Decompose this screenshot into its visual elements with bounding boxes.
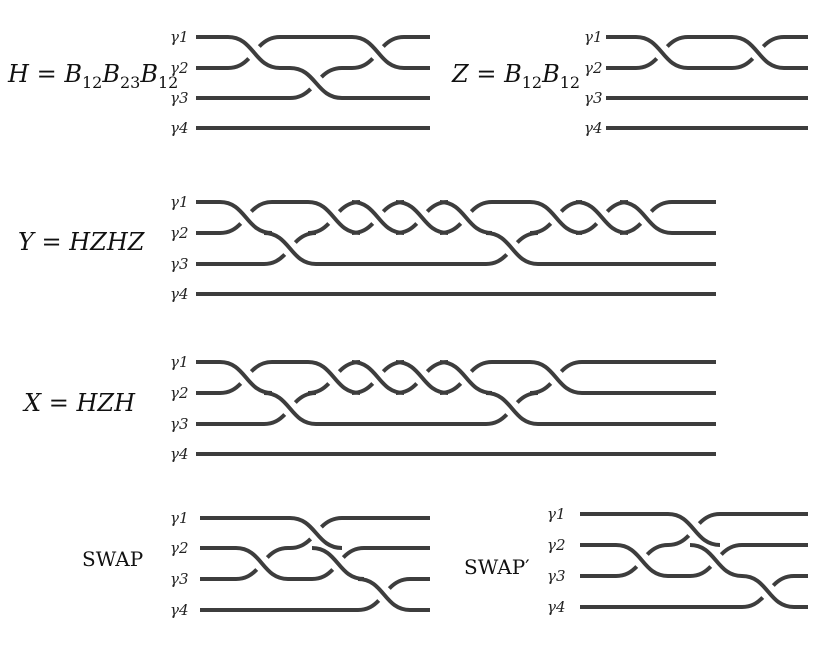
braid-Z: γ1 γ2 γ3 γ4 [584,28,808,137]
wire-label-2: γ2 [170,59,189,77]
wire-label-4: γ4 [547,598,566,616]
crossing-over-B23 [263,391,317,426]
crossing-over-B12 [307,200,361,235]
crossing-under-B12 [227,35,281,70]
svg-text:H = B12B23B12: H = B12B23B12 [7,60,178,92]
label-swap: SWAP [82,547,143,571]
crossing-over-B12 [529,200,583,235]
label-swap-prime: SWAP′ [464,555,530,579]
crossing-under-B12 [219,200,273,235]
braid-SWAP-prime: γ1 γ2 γ3 γ4 [547,505,808,616]
crossing-over-B23 [615,543,669,578]
crossing-over-B12 [395,200,449,235]
crossing-over-B12 [395,360,449,395]
crossing-over-B23 [235,546,289,581]
wire-label-1: γ1 [170,28,189,46]
crossing-over-B12 [227,35,281,70]
svg-text:Y = HZHZ: Y = HZHZ [18,228,146,256]
crossing-over-B12 [529,360,583,395]
crossing-under-B23 [689,543,743,578]
crossing-over-B34 [741,574,795,609]
crossing-over-B12 [635,35,689,70]
crossing-over-B23 [485,391,539,426]
wire-label-4: γ4 [584,119,603,137]
wire-label-1: γ1 [170,509,189,527]
crossing-over-B12 [619,200,673,235]
braid-H: γ1 γ2 γ3 γ4 [170,28,430,137]
wire-label-2: γ2 [170,384,189,402]
wire-label-4: γ4 [170,285,189,303]
equation-z: Z = B12B12 [451,60,580,92]
crossing-over-B12 [439,200,493,235]
crossing-over-B23 [689,543,743,578]
crossing-under-B34 [357,577,411,612]
wire-label-3: γ3 [547,567,566,585]
crossing-over-B12 [351,360,405,395]
braid-Y: γ1 γ2 γ3 γ4 [170,193,716,303]
wire-label-2: γ2 [170,539,189,557]
equation-h: H = B12B23B12 [7,60,178,92]
braid-SWAP: γ1 γ2 γ3 γ4 [170,509,430,619]
wire-label-1: γ1 [170,193,189,211]
wire-label-1: γ1 [547,505,566,523]
equation-x: X = HZH [22,389,136,417]
crossing-over-B12 [219,360,273,395]
crossing-over-B12 [351,200,405,235]
wire-label-1: γ1 [170,353,189,371]
crossing-over-B12 [219,200,273,235]
crossing-over-B23 [485,231,539,266]
crossing-over-B34 [357,577,411,612]
wire-label-2: γ2 [170,224,189,242]
crossing-under-B12 [439,200,493,235]
crossing-over-B23 [263,231,317,266]
crossing-under-B23 [615,543,669,578]
equation-h-lhs: H [7,60,30,88]
braid-X: γ1 γ2 γ3 γ4 [170,353,716,463]
crossing-under-B12 [529,200,583,235]
crossing-under-B23 [311,546,365,581]
crossing-over-B12 [307,360,361,395]
crossing-under-B12 [439,360,493,395]
wire-label-3: γ3 [170,255,189,273]
wire-label-3: γ3 [170,89,189,107]
crossing-under-B23 [235,546,289,581]
wire-label-3: γ3 [170,415,189,433]
wire-label-4: γ4 [170,601,189,619]
svg-text:X = HZH: X = HZH [22,389,136,417]
crossing-under-B12 [351,35,405,70]
wire-label-2: γ2 [584,59,603,77]
crossing-under-B12 [289,516,343,550]
crossing-over-B12 [667,512,721,547]
crossing-over-B23 [289,66,343,100]
crossing-over-B12 [439,360,493,395]
crossing-over-B23 [311,546,365,581]
wire-label-3: γ3 [170,570,189,588]
crossing-under-B12 [619,200,673,235]
crossing-under-B34 [741,574,795,609]
crossing-over-B12 [731,35,785,70]
wire-label-3: γ3 [584,89,603,107]
crossing-over-B12 [289,516,343,550]
wire-label-4: γ4 [170,119,189,137]
crossing-over-B12 [575,200,629,235]
crossing-under-B12 [219,360,273,395]
wire-label-4: γ4 [170,445,189,463]
braids-layer: γ1 γ2 γ3 γ4 γ1 γ2 γ3 γ4 γ1 γ2 γ3 γ4 γ1 γ2 γ3 γ4 γ1 γ2 γ3 γ4… [170,28,808,619]
crossing-under-B12 [529,360,583,395]
crossing-under-B23 [289,66,343,100]
crossing-over-B12 [351,35,405,70]
wire-label-1: γ1 [584,28,603,46]
svg-text:Z = B12B12: Z = B12B12 [451,60,580,92]
crossing-under-B12 [667,512,721,547]
crossing-under-B12 [635,35,689,70]
wire-label-2: γ2 [547,536,566,554]
crossing-under-B12 [731,35,785,70]
equation-y: Y = HZHZ [18,228,146,256]
